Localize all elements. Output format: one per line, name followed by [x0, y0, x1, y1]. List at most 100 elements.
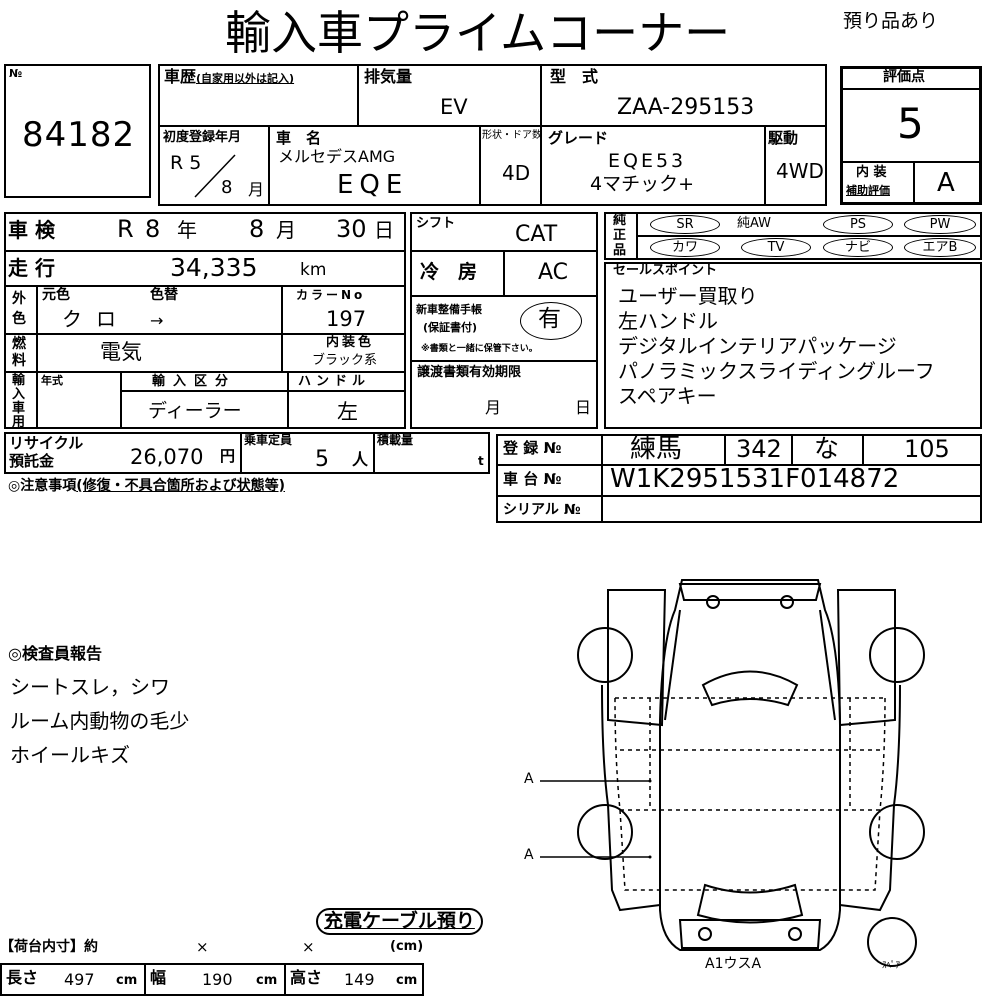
- equipment-label: 純正品: [613, 213, 627, 258]
- capacity-value: 5: [315, 447, 329, 472]
- inspector-item: ホイールキズ: [10, 743, 130, 767]
- car-name-maker: メルセデスAMG: [278, 147, 396, 166]
- import-year-label: 年式: [41, 374, 63, 387]
- recycle-grid: [4, 432, 490, 474]
- recycle-value: 26,070: [130, 445, 204, 469]
- sales-point-item: パノラミックスライディングルーフ: [618, 359, 935, 383]
- inspection-year-unit: 年: [177, 218, 197, 242]
- load-unit: t: [478, 454, 484, 468]
- fuel-label: 燃料: [12, 336, 26, 369]
- orig-color-value: クロ: [62, 307, 130, 331]
- first-reg-month: 8: [221, 177, 233, 198]
- grade-line2: 4マチック+: [590, 173, 695, 195]
- cargo-width-unit: cm: [256, 973, 278, 988]
- cooling-value: AC: [538, 260, 569, 285]
- fuel-value: 電気: [100, 340, 142, 364]
- repaint-label: 色替: [150, 287, 178, 303]
- chassis-value: W1K2951531F014872: [610, 464, 900, 494]
- sales-points-box: [604, 262, 982, 429]
- history-label: 車歴(自家用以外は記入): [164, 67, 295, 86]
- registration-number: 105: [904, 435, 950, 463]
- inspection-grid: [4, 212, 406, 429]
- transfer-docs-label: 譲渡書類有効期限: [417, 365, 522, 380]
- equip-tv: TV: [741, 238, 811, 257]
- model-type-label: 型 式: [550, 67, 599, 86]
- cargo-x1: ×: [196, 938, 209, 956]
- transfer-day-unit: 日: [575, 398, 592, 417]
- interior-score-label-2: 補助評価: [846, 184, 890, 197]
- doors-value: 4D: [502, 161, 531, 185]
- interior-score-value: A: [937, 168, 955, 198]
- vehicle-info-grid: [158, 64, 827, 206]
- sales-point-item: 左ハンドル: [618, 309, 718, 333]
- sales-point-item: ユーザー買取り: [618, 284, 758, 308]
- grade-line1: EQE53: [608, 150, 687, 172]
- cargo-dims-grid: [0, 963, 424, 996]
- import-category-label: 輸入区分: [152, 374, 237, 389]
- lot-number: 84182: [22, 115, 136, 155]
- inspector-item: シートスレ，シワ: [10, 675, 170, 699]
- shift-grid: [410, 212, 598, 429]
- cargo-unit-paren: (cm): [390, 939, 424, 954]
- mileage-label: 走 行: [8, 256, 55, 280]
- maint-book-label-1: 新車整備手帳: [416, 303, 482, 316]
- serial-label: シリアル №: [503, 502, 581, 518]
- exterior-side-label: 外色: [12, 291, 26, 327]
- damage-mark-a: A: [524, 771, 534, 787]
- displacement-value: EV: [440, 95, 468, 119]
- shift-label: シフト: [416, 216, 456, 231]
- shift-value: CAT: [515, 222, 558, 247]
- cooling-label: 冷 房: [420, 261, 478, 283]
- interior-color-label: 内装色: [326, 335, 375, 350]
- sales-point-item: スペアキー: [618, 384, 717, 408]
- cargo-label: 【荷台内寸】約: [0, 939, 98, 955]
- lot-label: №: [9, 67, 23, 80]
- color-no-value: 197: [326, 307, 367, 331]
- recycle-label-2: 預託金: [9, 452, 55, 470]
- model-type-value: ZAA-295153: [617, 95, 755, 120]
- displacement-label: 排気量: [364, 67, 413, 86]
- cargo-length: 497: [64, 970, 95, 989]
- equip-navi: ナビ: [823, 238, 893, 257]
- score-value: 5: [897, 99, 924, 148]
- lot-box: № 84182: [4, 64, 151, 198]
- load-label: 積載量: [377, 433, 414, 447]
- equip-aw: 純AW: [737, 216, 772, 231]
- cargo-width: 190: [202, 970, 233, 989]
- doors-label: 形状・ドア数: [482, 130, 542, 141]
- registration-kana: な: [814, 434, 840, 463]
- cargo-width-label: 幅: [150, 968, 167, 987]
- cargo-height: 149: [344, 970, 375, 989]
- inspection-month-unit: 月: [276, 218, 296, 242]
- grade-label: グレード: [548, 129, 609, 147]
- score-box: [840, 66, 982, 205]
- maint-book-value: 有: [538, 306, 561, 332]
- inspector-item: ルーム内動物の毛少: [10, 709, 190, 733]
- color-no-label: カラーNo: [296, 288, 366, 302]
- inspection-day-unit: 日: [374, 218, 394, 242]
- recycle-label-1: リサイクル: [9, 434, 84, 452]
- drive-label: 駆動: [768, 129, 799, 147]
- import-category-value: ディーラー: [148, 400, 242, 422]
- equip-leather: カワ: [650, 238, 720, 257]
- first-reg-slash: [194, 154, 236, 198]
- maint-book-note: ※書類と一緒に保管下さい。: [421, 344, 538, 354]
- maint-book-circle: [520, 302, 582, 340]
- sales-points-label: セールスポイント: [613, 263, 718, 278]
- mileage-unit: km: [300, 260, 327, 280]
- cargo-length-label: 長さ: [6, 968, 39, 987]
- damage-mark-a: A: [524, 847, 534, 863]
- inspector-label: ◎検査員報告: [8, 644, 102, 663]
- inspection-era: R: [117, 215, 134, 243]
- page-title: 輸入車プライムコーナー: [225, 6, 731, 60]
- import-side-label: 輸入車用: [12, 373, 26, 430]
- drive-value: 4WD: [776, 159, 824, 183]
- car-name-value: EQE: [337, 170, 409, 200]
- score-label: 評価点: [883, 69, 925, 85]
- cargo-length-unit: cm: [116, 973, 138, 988]
- first-reg-month-unit: 月: [248, 180, 265, 199]
- deposit-note: 預り品あり: [843, 10, 939, 32]
- repaint-arrow: →: [150, 311, 164, 330]
- interior-score-label-1: 内 装: [856, 165, 887, 180]
- inspection-label: 車 検: [8, 218, 55, 242]
